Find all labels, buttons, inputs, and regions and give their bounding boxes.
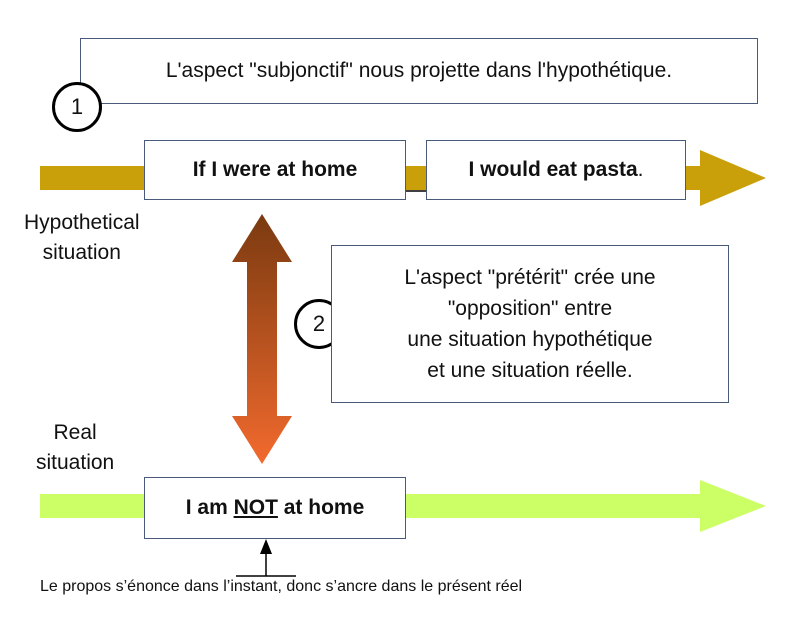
hypothetical-situation-label: Hypothetical situation <box>24 211 140 264</box>
subjunctive-aspect-box: L'aspect "subjonctif" nous projette dans… <box>80 38 758 104</box>
subjunctive-aspect-text: L'aspect "subjonctif" nous projette dans… <box>165 59 673 82</box>
vertical-double-arrow <box>232 214 292 464</box>
if-clause-box: If I were at home <box>144 140 406 200</box>
real-situation-label: Real situation <box>36 421 115 474</box>
step-1-badge: 1 <box>52 82 102 132</box>
if-clause-text: If I were at home <box>192 158 358 181</box>
footer-caption: Le propos s’énonce dans l’instant, donc … <box>40 578 523 595</box>
present-pointer-arrow <box>236 539 296 577</box>
main-clause-period: . <box>637 158 644 181</box>
main-clause-text: I would eat pasta <box>468 158 638 181</box>
real-situation-box: I am NOT at home <box>144 477 406 539</box>
real-text-not: NOT <box>233 496 278 519</box>
preterit-aspect-box: L'aspect "prétérit" crée une "opposition… <box>331 245 729 403</box>
preterit-line-2: "opposition" entre <box>447 297 613 320</box>
real-text-before: I am <box>185 496 234 519</box>
preterit-line-3: une situation hypothétique <box>407 328 653 351</box>
real-text-after: at home <box>277 496 365 519</box>
preterit-line-4: et une situation réelle. <box>427 359 633 382</box>
preterit-line-1: L'aspect "prétérit" crée une <box>404 266 656 289</box>
main-clause-box: I would eat pasta. <box>426 140 686 200</box>
